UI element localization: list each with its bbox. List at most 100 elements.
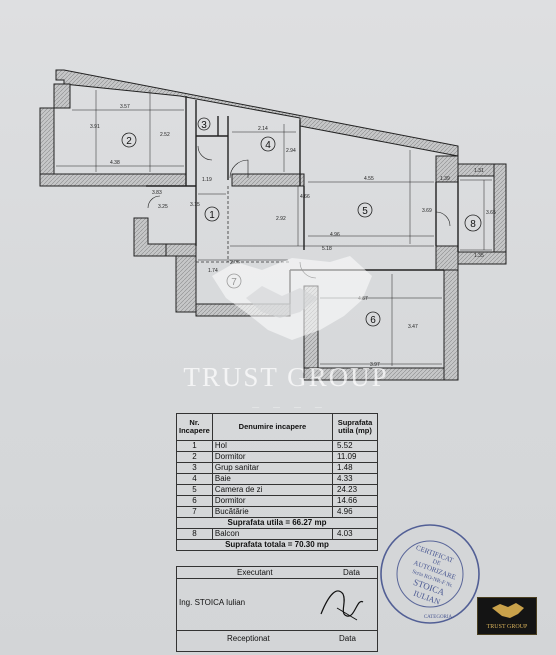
cell-nr: 1: [176, 440, 213, 452]
cell-nr: 6: [176, 495, 213, 507]
dim-label: 3.47: [408, 324, 418, 330]
receptionat-row: Receptionat Data: [177, 630, 377, 652]
table-row: 1 Hol 5.52: [176, 440, 378, 452]
dim-label: 1.39: [440, 176, 450, 182]
room-number-5: 5: [362, 206, 368, 217]
table-row: 5 Camera de zi 24.23: [176, 484, 378, 496]
cell-area: 5.52: [332, 440, 378, 452]
receptionat-date-label: Data: [339, 634, 356, 643]
room-number-1: 1: [209, 210, 215, 221]
dim-label: 1.74: [208, 268, 218, 274]
cell-name: Dormitor: [211, 451, 334, 463]
cell-name: Baie: [211, 473, 334, 485]
dim-label: 2.52: [160, 132, 170, 138]
dim-label: 4.55: [364, 176, 374, 182]
room-number-6: 6: [370, 315, 376, 326]
room-number-3: 3: [201, 120, 207, 131]
logo-text: TRUST GROUP: [487, 624, 528, 630]
utila-total-row: Suprafata utila = 66.27 mp: [176, 517, 378, 529]
table-row: 4 Baie 4.33: [176, 473, 378, 485]
cell-name: Hol: [211, 440, 334, 452]
room-circle-4: [260, 136, 276, 152]
table-row: 6 Dormitor 14.66: [176, 495, 378, 507]
cell-name: Camera de zi: [211, 484, 334, 496]
dim-label: 3.15: [190, 202, 200, 208]
cell-area: 11.09: [332, 451, 378, 463]
engineer-name: Ing. STOICA Iulian: [179, 598, 246, 607]
cell-nr: 2: [176, 451, 213, 463]
cell-area: 4.33: [332, 473, 378, 485]
cell-name: Grup sanitar: [211, 462, 334, 474]
dim-label: 3.57: [120, 104, 130, 110]
header-name: Denumire incapere: [211, 413, 334, 441]
cell-area: 24.23: [332, 484, 378, 496]
total-area: Suprafata totala = 70.30 mp: [176, 539, 378, 551]
dim-label: 4.38: [110, 160, 120, 166]
cell-nr: 7: [176, 506, 213, 518]
room-number-8: 8: [470, 219, 476, 230]
stamp-line2: DE: [432, 559, 442, 567]
header-area: Suprafata utila (mp): [332, 413, 378, 441]
dashed-lines: [196, 186, 290, 263]
cell-area: 14.66: [332, 495, 378, 507]
room-number-4: 4: [265, 140, 271, 151]
header-nr: Nr. Incapere: [176, 413, 213, 441]
cell-area: 4.96: [332, 506, 378, 518]
cell-area: 4.03: [332, 528, 378, 540]
dim-label: 2.14: [258, 126, 268, 132]
authorization-stamp: CERTIFICAT DE AUTORIZARE Seria RO-NR-F N…: [380, 524, 480, 624]
utila-total: Suprafata utila = 66.27 mp: [176, 517, 378, 529]
room-number-2: 2: [126, 136, 132, 147]
cell-nr: 5: [176, 484, 213, 496]
signature-icon: [320, 590, 364, 621]
cell-name: Dormitor: [211, 495, 334, 507]
executant-signature-row: Ing. STOICA Iulian: [177, 578, 377, 631]
room-labels: [121, 117, 482, 327]
dim-label: 1.35: [474, 253, 484, 259]
trust-group-logo: TRUST GROUP: [477, 597, 537, 635]
table-row: 2 Dormitor 11.09: [176, 451, 378, 463]
dim-label: 2.92: [276, 216, 286, 222]
dim-label: 1.31: [474, 168, 484, 174]
dim-label: 2.94: [286, 148, 296, 154]
room-circle-2: [121, 132, 137, 148]
executant-date-label: Data: [343, 568, 360, 577]
dim-label: 3.69: [422, 208, 432, 214]
rooms-table: Nr. Incapere Denumire incapere Suprafata…: [176, 413, 378, 551]
dim-label: 4.66: [300, 194, 310, 200]
cell-nr: 4: [176, 473, 213, 485]
interior-walls: [146, 96, 459, 304]
executant-header-row: Executant Data: [177, 567, 377, 579]
table-row: 8 Balcon 4.03: [176, 528, 378, 540]
dim-label: 3.91: [90, 124, 100, 130]
executant-box: Executant Data Ing. STOICA Iulian Recept…: [176, 566, 378, 652]
cell-name: Bucătărie: [211, 506, 334, 518]
watermark-title: TRUST GROUP: [183, 362, 389, 392]
dim-label: 1.19: [202, 177, 212, 183]
stamp-category: CATEGORIA: [424, 615, 453, 620]
dim-label: 4.96: [330, 232, 340, 238]
total-row: Suprafata totala = 70.30 mp: [176, 539, 378, 551]
dim-label: 3.83: [152, 190, 162, 196]
room-circle-6: [365, 311, 381, 327]
cell-nr: 8: [176, 528, 213, 540]
table-header-row: Nr. Incapere Denumire incapere Suprafata…: [176, 413, 378, 441]
table-row: 3 Grup sanitar 1.48: [176, 462, 378, 474]
dim-label: 3.25: [158, 204, 168, 210]
room-circle-3: [197, 117, 211, 131]
room-circle-5: [357, 202, 373, 218]
executant-label: Executant: [237, 568, 273, 577]
dim-label: 5.18: [322, 246, 332, 252]
dim-label: 3.97: [370, 362, 380, 368]
handshake-watermark-icon: [212, 256, 372, 340]
receptionat-label: Receptionat: [227, 634, 270, 643]
watermark-line: ― ― ― ―: [252, 404, 328, 411]
dim-label: 3.65: [486, 210, 496, 216]
handshake-logo-icon: TRUST GROUP: [487, 603, 528, 630]
cell-nr: 3: [176, 462, 213, 474]
room-circle-1: [204, 206, 220, 222]
cell-name: Balcon: [211, 528, 334, 540]
cell-area: 1.48: [332, 462, 378, 474]
